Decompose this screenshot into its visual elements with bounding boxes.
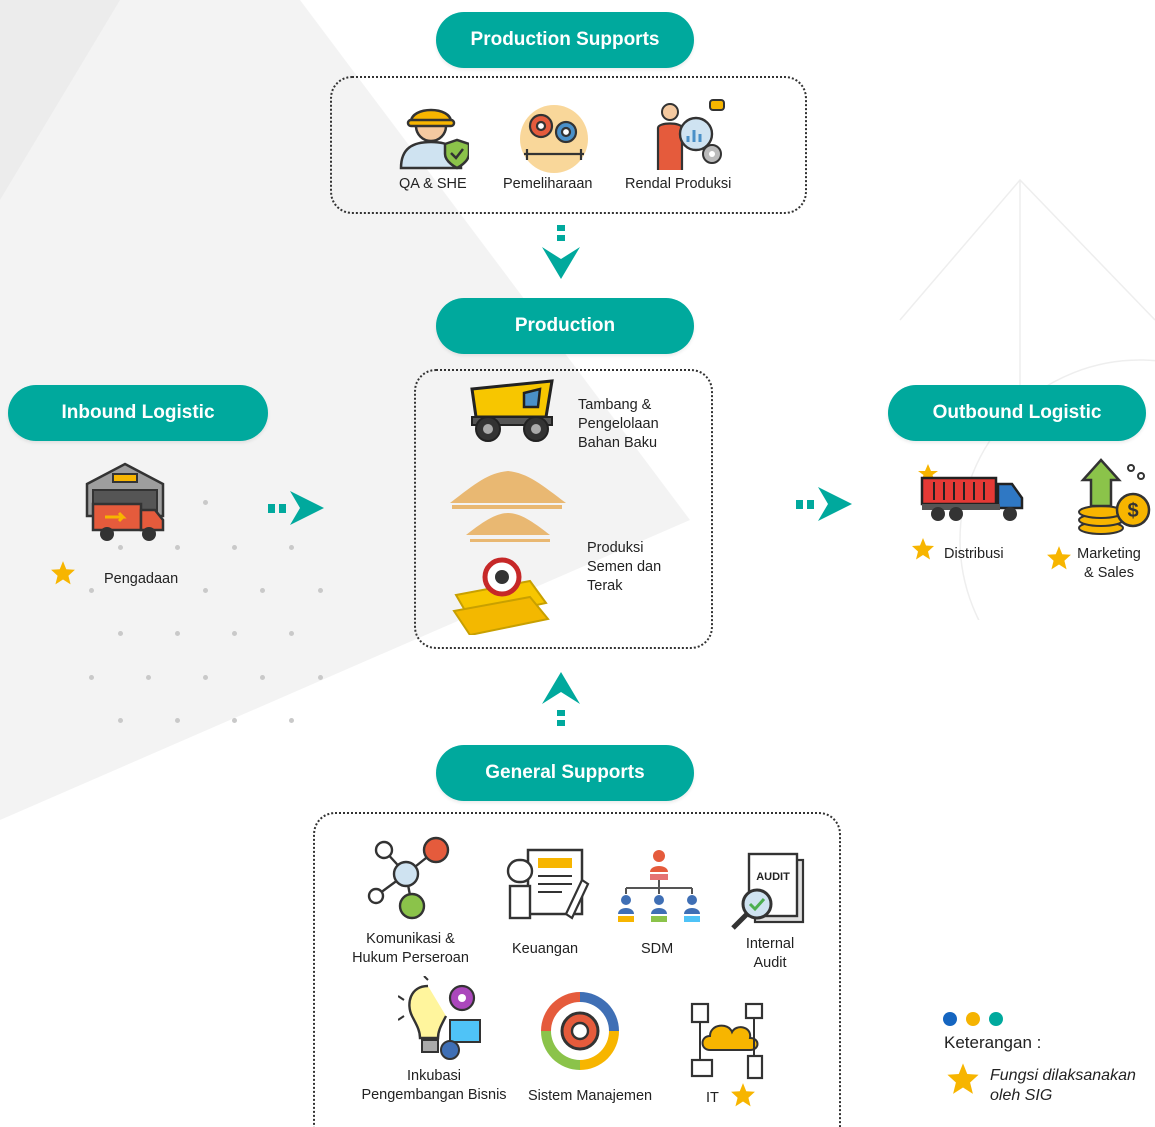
legend-dot-blue	[943, 1012, 957, 1026]
production-supports-box	[330, 76, 807, 214]
rendal-produksi-label: Rendal Produksi	[625, 176, 732, 192]
svg-text:AUDIT: AUDIT	[756, 871, 790, 883]
keuangan-label: Keuangan	[512, 941, 579, 957]
pengadaan-label: Pengadaan	[104, 571, 179, 587]
legend-title: Keterangan :	[944, 1033, 1042, 1052]
qa-she-label: QA & SHE	[399, 176, 467, 192]
dump-truck-icon	[470, 379, 554, 442]
it-label: IT	[706, 1090, 719, 1106]
produksi-semen-label: Produksi Semen dan Terak	[587, 540, 662, 594]
coins-growth-icon: $	[1078, 458, 1151, 535]
warehouse-truck-icon	[85, 462, 165, 541]
network-people-icon	[367, 836, 450, 920]
internal-audit-label: Internal Audit	[745, 936, 795, 971]
worker-shield-icon	[399, 108, 469, 170]
production-header: Production	[436, 298, 694, 354]
svg-text:$: $	[1127, 500, 1138, 522]
arrow-up-icon	[542, 672, 580, 726]
legend-dot-teal	[989, 1012, 1003, 1026]
marketing-sales-label: Marketing & Sales	[1077, 546, 1141, 581]
org-chart-icon	[618, 850, 700, 922]
star-icon	[51, 561, 75, 585]
finance-document-icon	[506, 848, 590, 920]
star-icon	[731, 1083, 755, 1107]
star-icon	[1047, 546, 1071, 570]
star-icon	[947, 1063, 979, 1094]
container-truck-icon	[918, 464, 1024, 521]
sdm-label: SDM	[641, 941, 674, 957]
arrow-down-icon	[542, 225, 580, 279]
inkubasi-label: Inkubasi Pengembangan Bisnis	[361, 1068, 507, 1103]
general-supports-header: General Supports	[436, 745, 694, 801]
outbound-logistic-header: Outbound Logistic	[888, 385, 1146, 441]
production-supports-header: Production Supports	[436, 12, 694, 68]
star-icon	[912, 538, 934, 560]
general-supports-box	[313, 812, 841, 1127]
sand-piles-icon	[450, 471, 566, 542]
legend-dot-yellow	[966, 1012, 980, 1026]
analyst-chart-icon	[656, 99, 725, 170]
komunikasi-hukum-label: Komunikasi & Hukum Perseroan	[352, 931, 469, 966]
pemeliharaan-label: Pemeliharaan	[503, 176, 593, 192]
bulb-gears-icon	[398, 976, 481, 1060]
cloud-network-icon	[690, 1002, 764, 1080]
production-box	[414, 369, 713, 649]
sistem-manajemen-label: Sistem Manajemen	[528, 1088, 653, 1104]
gears-wrench-icon	[520, 105, 588, 173]
arrow-right-icon	[796, 487, 852, 521]
distribusi-label: Distribusi	[944, 546, 1004, 562]
cycle-gear-icon	[541, 992, 619, 1070]
cement-bags-icon	[452, 557, 550, 635]
legend-star-text: Fungsi dilaksanakan oleh SIG	[990, 1067, 1136, 1104]
inbound-logistic-header: Inbound Logistic	[8, 385, 268, 441]
arrow-right-icon	[268, 491, 324, 525]
audit-document-icon: AUDIT	[731, 852, 805, 930]
tambang-label: Tambang & Pengelolaan Bahan Baku	[578, 397, 659, 451]
